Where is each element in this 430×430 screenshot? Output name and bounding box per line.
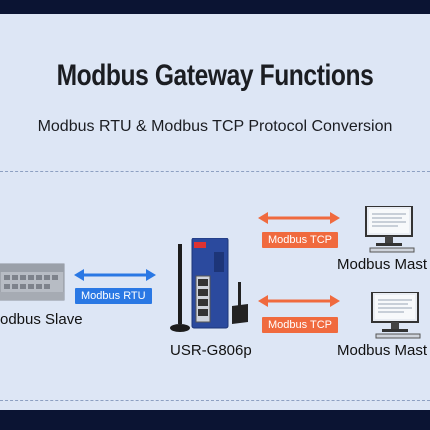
slave-label: odbus Slave xyxy=(0,311,83,328)
master-label-top: Modbus Mast xyxy=(337,256,428,273)
diagram-panel: Modbus Gateway Functions Modbus RTU & Mo… xyxy=(0,14,430,410)
gateway-label: USR-G806p xyxy=(170,342,252,359)
page-subtitle: Modbus RTU & Modbus TCP Protocol Convers… xyxy=(37,118,393,135)
tcp-tag-bottom: Modbus TCP xyxy=(262,317,338,333)
computer-icon xyxy=(371,292,421,339)
computer-icon xyxy=(365,206,415,253)
tcp-arrow-bottom xyxy=(258,295,340,307)
rtu-arrow xyxy=(74,269,156,281)
top-divider xyxy=(0,171,430,172)
tcp-tag-top: Modbus TCP xyxy=(262,232,338,248)
master-label-bottom: Modbus Mast xyxy=(337,342,428,359)
plc-icon xyxy=(0,263,65,301)
router-icon xyxy=(170,238,248,332)
rtu-tag: Modbus RTU xyxy=(75,288,152,304)
tcp-arrow-top xyxy=(258,212,340,224)
bottom-divider xyxy=(0,400,430,401)
page-title: Modbus Gateway Functions xyxy=(56,59,374,92)
